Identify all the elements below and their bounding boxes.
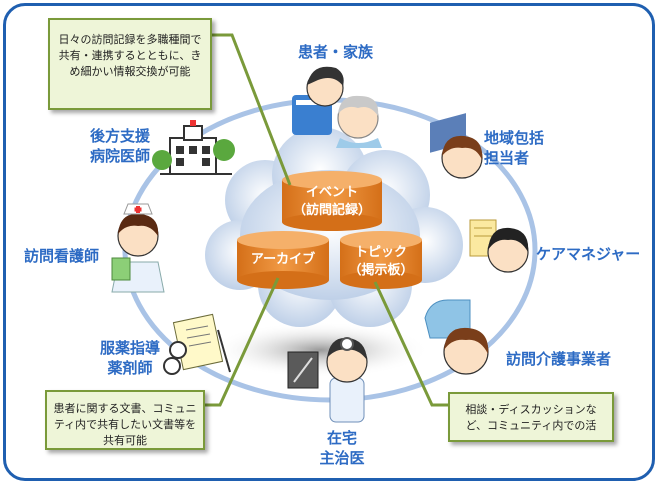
label-visiting-nurse: 訪問看護師 — [24, 247, 100, 265]
community-support-icon — [430, 113, 483, 179]
care-manager-icon — [469, 219, 529, 273]
patient-family-icon — [292, 66, 382, 148]
topic-cylinder — [340, 231, 422, 289]
hospital-building-icon — [152, 120, 235, 175]
label-backup-hospital: 後方支援 病院医師 — [89, 127, 150, 165]
connector-bottom-right — [373, 281, 448, 407]
label-home-doctor: 在宅 主治医 — [319, 429, 365, 467]
event-cylinder — [282, 171, 382, 231]
label-care-manager: ケアマネジャー — [536, 245, 641, 263]
topic-label: トピック （掲示板） — [348, 245, 414, 278]
label-patient-family: 患者・家族 — [298, 43, 374, 61]
connector-bottom-left — [205, 277, 280, 407]
floor-shadow — [210, 322, 430, 378]
note-top-left: 日々の訪問記録を多職種間で共有・連携するとともに、きめ細かい情報交換が可能 — [48, 18, 212, 110]
label-home-care-provider: 訪問介護事業者 — [506, 350, 612, 368]
archive-label: アーカイブ — [250, 252, 316, 267]
event-label: イベント （訪問記録） — [292, 185, 371, 218]
pharmacist-icon — [163, 313, 231, 375]
note-bottom-right: 相談・ディスカッションなど、コミュニティ内での活 — [448, 392, 614, 442]
connector-top-left — [212, 33, 292, 186]
archive-cylinder — [237, 231, 329, 289]
label-pharmacist: 服薬指導 薬剤師 — [99, 339, 160, 377]
note-bottom-left: 患者に関する文書、コミュニティ内で共有したい文書等を共有可能 — [45, 390, 205, 450]
visiting-nurse-icon — [111, 203, 165, 293]
label-community-support: 地域包括 担当者 — [484, 129, 545, 167]
home-care-provider-icon — [424, 299, 489, 375]
home-doctor-icon — [287, 337, 368, 423]
